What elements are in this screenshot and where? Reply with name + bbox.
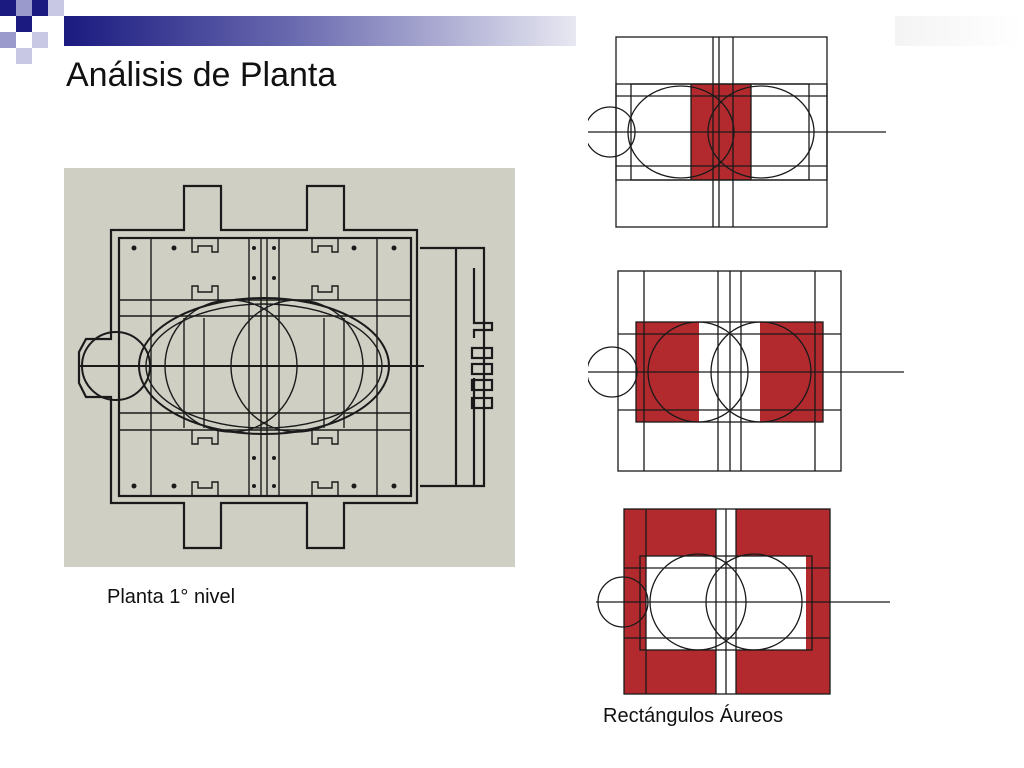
header-gradient-bar bbox=[64, 16, 576, 46]
golden-rectangles-caption: Rectángulos Áureos bbox=[603, 705, 784, 727]
ornament-square bbox=[16, 16, 32, 32]
plan-caption: Planta 1° nivel bbox=[107, 586, 236, 608]
ornament-square bbox=[32, 0, 48, 16]
slide-title: Análisis de Planta bbox=[66, 56, 337, 94]
golden-rectangles-diagram-2 bbox=[588, 270, 904, 472]
golden-rectangles-diagram-3 bbox=[596, 508, 890, 695]
golden-rectangles-diagram-1 bbox=[588, 36, 886, 228]
ornament-square bbox=[16, 0, 32, 16]
ornament-square bbox=[32, 32, 48, 48]
ornament-square bbox=[16, 48, 32, 64]
ornament-square bbox=[0, 0, 16, 16]
header-faint-bar bbox=[895, 16, 1024, 46]
ornament-square bbox=[0, 32, 16, 48]
ornament-square bbox=[48, 0, 64, 16]
floor-plan-drawing bbox=[64, 168, 515, 567]
